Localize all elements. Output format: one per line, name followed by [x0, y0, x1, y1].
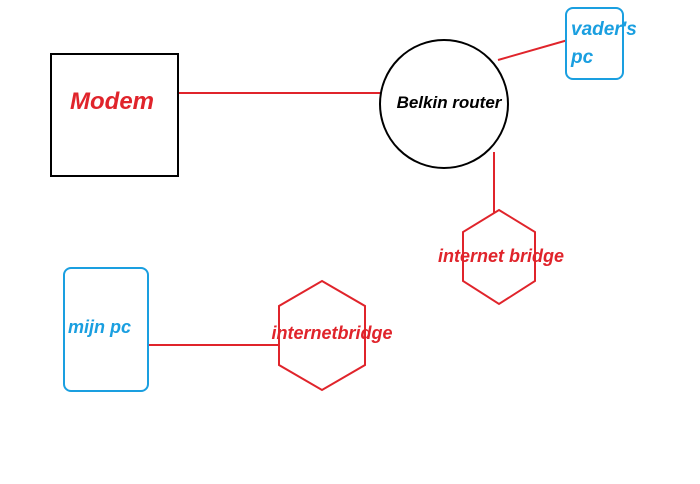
- vaders-pc-label-line1: vader's: [571, 19, 637, 40]
- mijn-pc-label: mijn pc: [68, 317, 131, 337]
- bridge-bottom-label: internetbridge: [271, 323, 392, 343]
- modem-box: [50, 53, 179, 177]
- router-label: Belkin router: [397, 93, 503, 112]
- link-router-vaders-pc: [497, 39, 569, 61]
- router-circle: [379, 39, 509, 169]
- modem-label: Modem: [70, 88, 154, 115]
- bridge-bottom-hexagon: [278, 279, 366, 392]
- mijn-pc-box: [63, 267, 149, 392]
- bridge-top-label: internet bridge: [438, 246, 564, 266]
- bridge-top-hexagon: [462, 208, 536, 306]
- vaders-pc-label-line2: pc: [570, 47, 594, 68]
- vaders-pc-box: [565, 7, 624, 80]
